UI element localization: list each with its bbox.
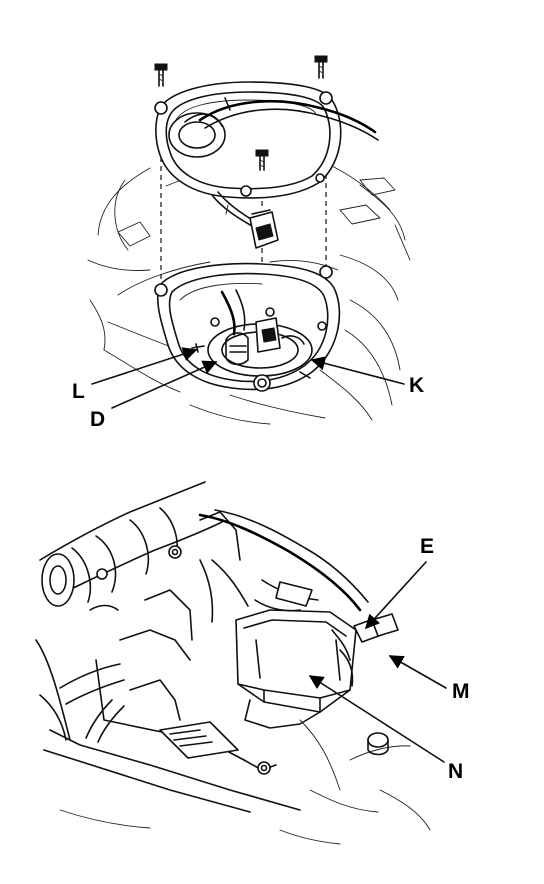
grommet (367, 732, 389, 756)
callout-label-d: D (90, 408, 105, 431)
frame-structure (35, 511, 431, 845)
callout-m: M (388, 655, 470, 703)
floor-background (87, 164, 411, 425)
connector (249, 209, 279, 249)
bolt-center (255, 149, 269, 171)
callout-label-n: N (448, 760, 463, 783)
callout-e: E (365, 535, 434, 630)
bolt-left (154, 63, 168, 87)
bottom-panel: E M N (35, 481, 470, 845)
hoses (59, 509, 369, 743)
callout-label-e: E (420, 535, 434, 558)
canister (235, 609, 357, 729)
bolt-right (314, 55, 328, 79)
top-panel: L D K (72, 55, 424, 431)
callout-k: K (310, 356, 424, 397)
callout-l: L (72, 347, 198, 403)
fuel-pump-unit (191, 289, 313, 392)
callout-label-l: L (72, 380, 85, 403)
exhaust-pipe (39, 481, 223, 611)
callout-label-m: M (452, 680, 470, 703)
callout-label-k: K (409, 374, 424, 397)
access-cover (154, 81, 379, 199)
callout-d: D (90, 360, 218, 431)
callout-n: N (308, 675, 463, 783)
